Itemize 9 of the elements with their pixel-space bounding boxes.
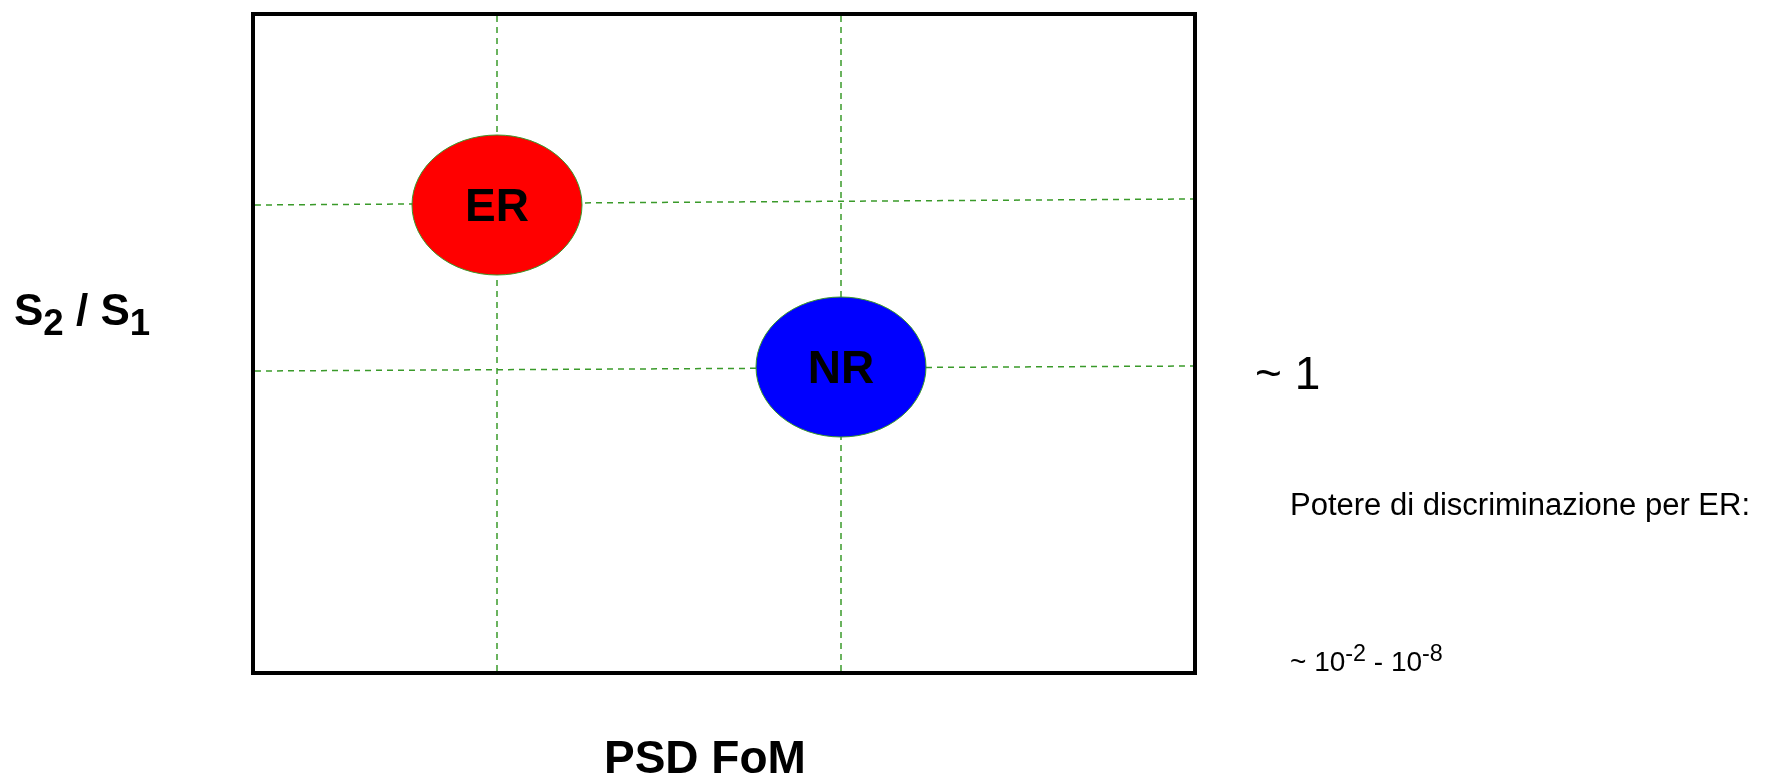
node-label: ER bbox=[465, 178, 529, 232]
value-label: ~ 1 bbox=[1255, 346, 1321, 400]
axis-label: S$_{2}$ / S$_{1}$ bbox=[14, 285, 151, 344]
node-label: NR bbox=[807, 340, 875, 394]
ellipse-node bbox=[755, 296, 927, 438]
ellipse-node bbox=[411, 134, 583, 276]
axis-label: PSD FoM bbox=[604, 730, 806, 779]
note-text: Potere di discriminazione per ER: bbox=[1290, 486, 1752, 524]
range-text: ~ 10$^{-2}$ - 10$^{-8}$ bbox=[1290, 640, 1443, 679]
